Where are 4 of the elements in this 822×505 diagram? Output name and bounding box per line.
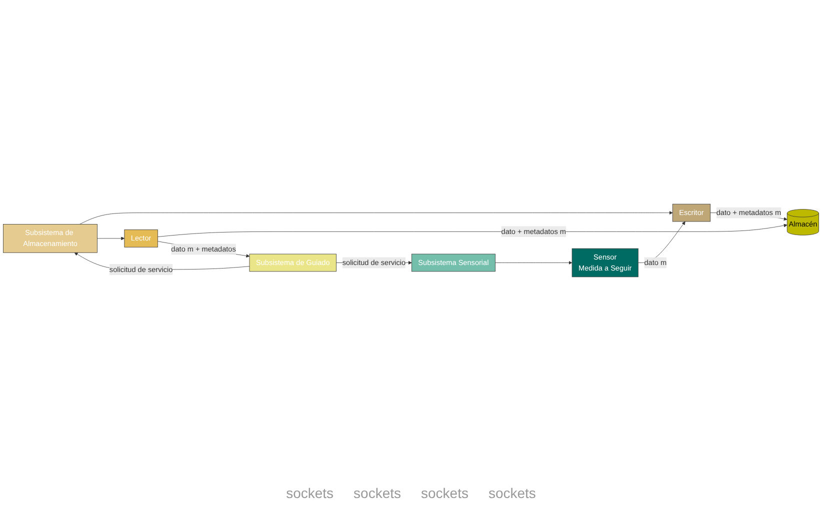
note-text: sockets <box>421 485 468 501</box>
note-text: sockets <box>488 485 536 501</box>
note-text: sockets <box>354 485 401 501</box>
note-text: sockets <box>286 485 334 501</box>
